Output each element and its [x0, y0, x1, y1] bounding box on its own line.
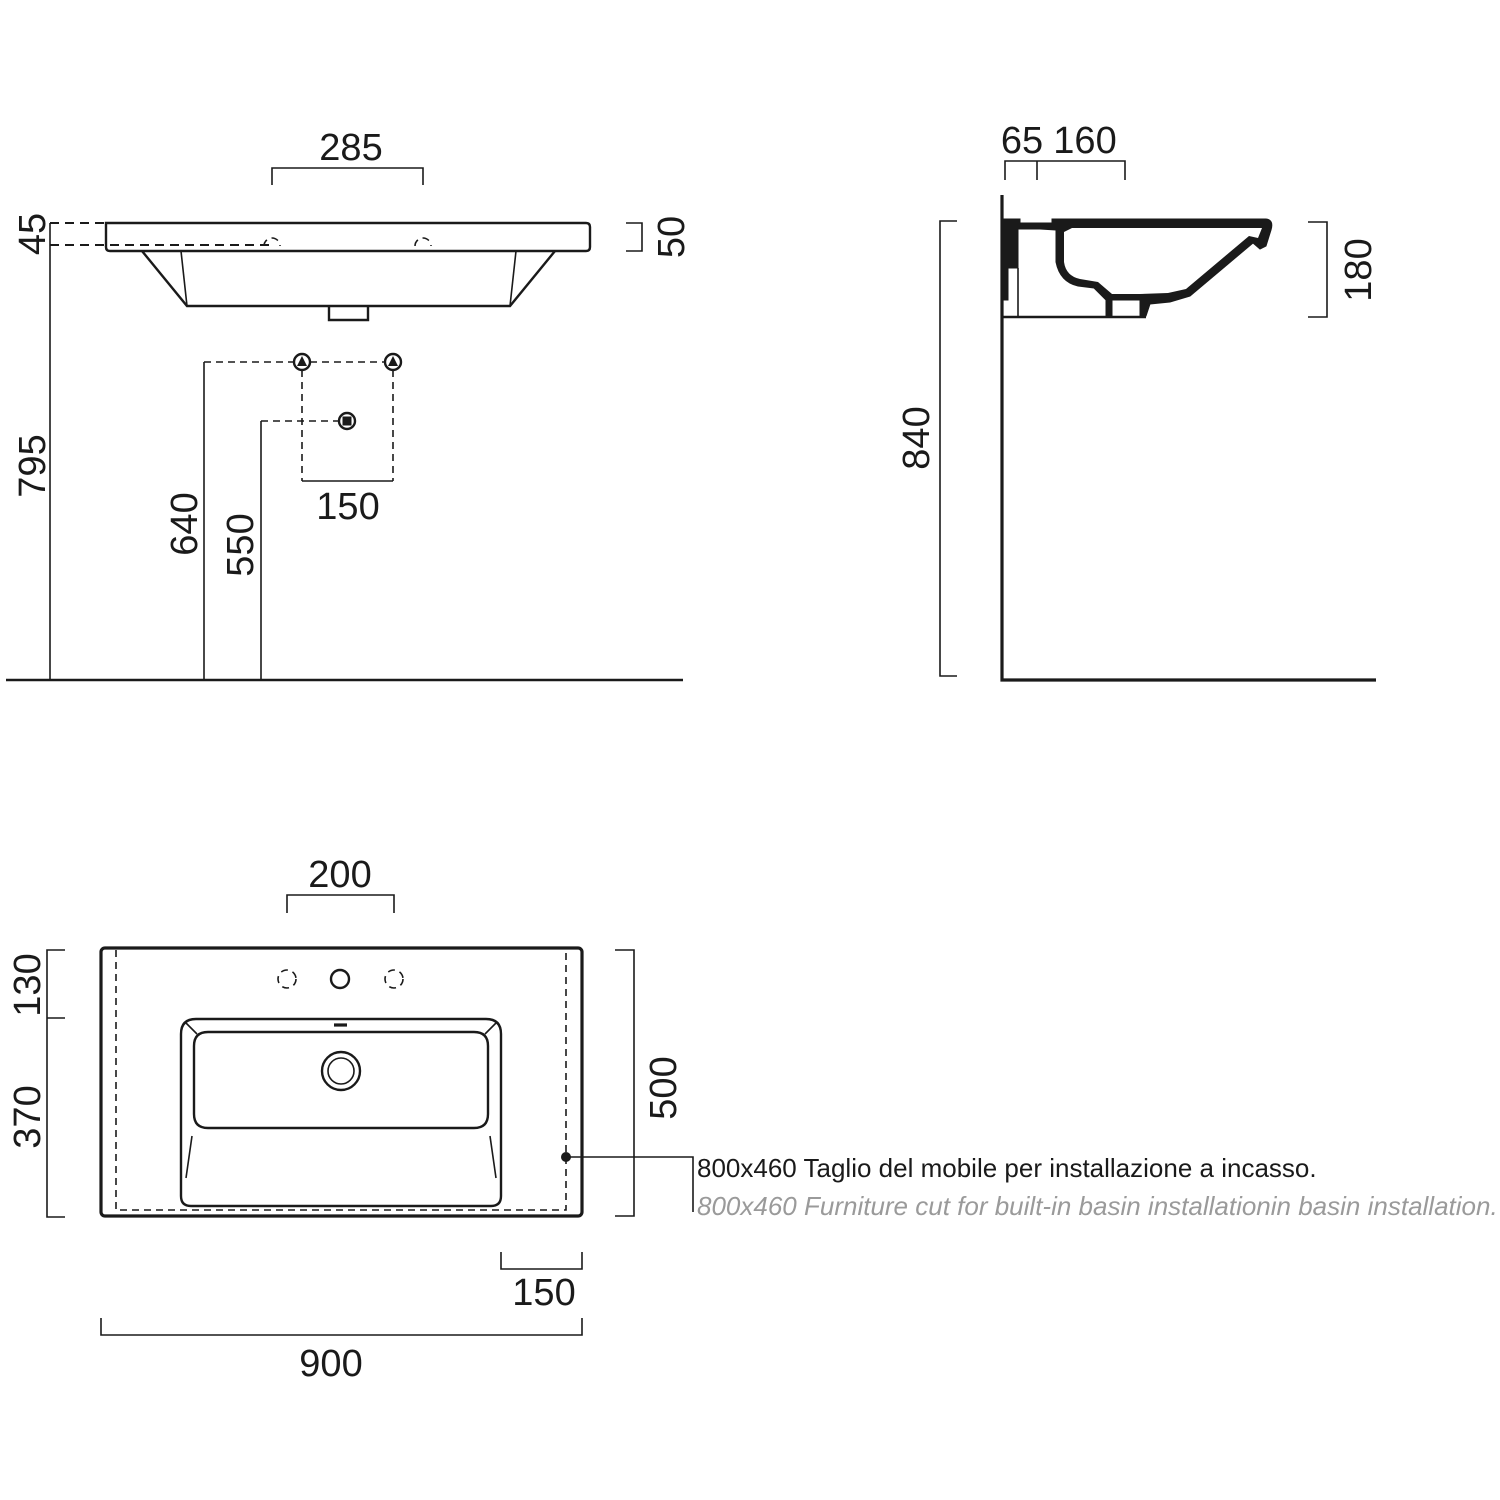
- top-bowl-facet-right: [489, 1135, 497, 1179]
- supply-valve-left-icon: [292, 352, 312, 372]
- dim-tap-spacing: 285: [319, 127, 382, 169]
- dim-supply-height: 640: [164, 492, 206, 555]
- side-wall-floor: [1000, 195, 1376, 682]
- front-basin-bowl: [141, 250, 556, 308]
- dim-tap-depth: 160: [1053, 120, 1116, 162]
- dim-supply-spacing: 150: [316, 486, 379, 528]
- side-view: 65 160 180 840: [896, 120, 1380, 682]
- dim-basin-depth: 180: [1338, 238, 1380, 301]
- top-bowl-inner: [192, 1030, 490, 1130]
- top-bowl-corner-tr: [484, 1021, 498, 1035]
- dim-line-200: [286, 894, 395, 913]
- dim-line-285: [271, 167, 424, 185]
- dim-rear-depth: 130: [7, 953, 49, 1016]
- dim-line-180: [1308, 221, 1328, 318]
- dim-hole-spacing: 200: [308, 854, 371, 896]
- tap-hole-center-icon: [329, 968, 351, 990]
- top-bowl-facet-left: [185, 1135, 193, 1179]
- dim-line-150-top: [500, 1252, 583, 1270]
- drain-icon: [320, 1050, 362, 1092]
- top-view: 200 130 370 500 150 900 800x460 Taglio d…: [7, 854, 1498, 1385]
- dim-line-65-160: [1004, 160, 1126, 180]
- dim-line-130-370: [46, 949, 65, 1218]
- side-basin-hollow: [1064, 228, 1262, 294]
- top-furniture-cut-line: [115, 950, 567, 1211]
- dim-line-500: [615, 949, 635, 1217]
- dim-rim-height: 795: [12, 434, 54, 497]
- supply-valve-right-icon: [383, 352, 403, 372]
- top-bowl-corner-tl: [184, 1021, 198, 1035]
- tap-hole-right-icon: [384, 969, 404, 989]
- drain-connection-icon: [337, 411, 357, 431]
- front-tap-hole-right: [414, 237, 432, 247]
- dim-line-900: [100, 1318, 583, 1336]
- dim-side-margin: 150: [512, 1272, 575, 1314]
- front-view: 285 45 50 795 640 550 150: [6, 127, 693, 682]
- front-bowl-facet-left: [180, 250, 188, 307]
- cut-leader-line: [566, 1156, 694, 1212]
- tap-hole-left-icon: [277, 969, 297, 989]
- dim-rim-offset: 45: [12, 213, 54, 255]
- cut-note-italian: 800x460 Taglio del mobile per installazi…: [697, 1153, 1317, 1183]
- dim-overall-height: 840: [896, 406, 938, 469]
- front-bowl-facet-right: [509, 250, 517, 307]
- front-waste-outlet: [327, 306, 370, 322]
- dim-line-50: [626, 222, 643, 252]
- dim-overall-width: 900: [299, 1343, 362, 1385]
- dim-rim-thickness: 50: [651, 216, 693, 258]
- front-basin-rim: [104, 221, 592, 253]
- dim-bowl-depth: 370: [7, 1085, 49, 1148]
- top-basin-outline: [99, 946, 584, 1218]
- top-bowl-outer: [179, 1017, 503, 1208]
- dim-wall-offset: 65: [1001, 120, 1043, 162]
- dim-line-840: [939, 220, 957, 677]
- cut-note-english: 800x460 Furniture cut for built-in basin…: [697, 1191, 1498, 1221]
- front-tap-hole-left: [263, 237, 281, 247]
- dim-drain-height: 550: [220, 513, 262, 576]
- dim-overall-depth: 500: [643, 1056, 685, 1119]
